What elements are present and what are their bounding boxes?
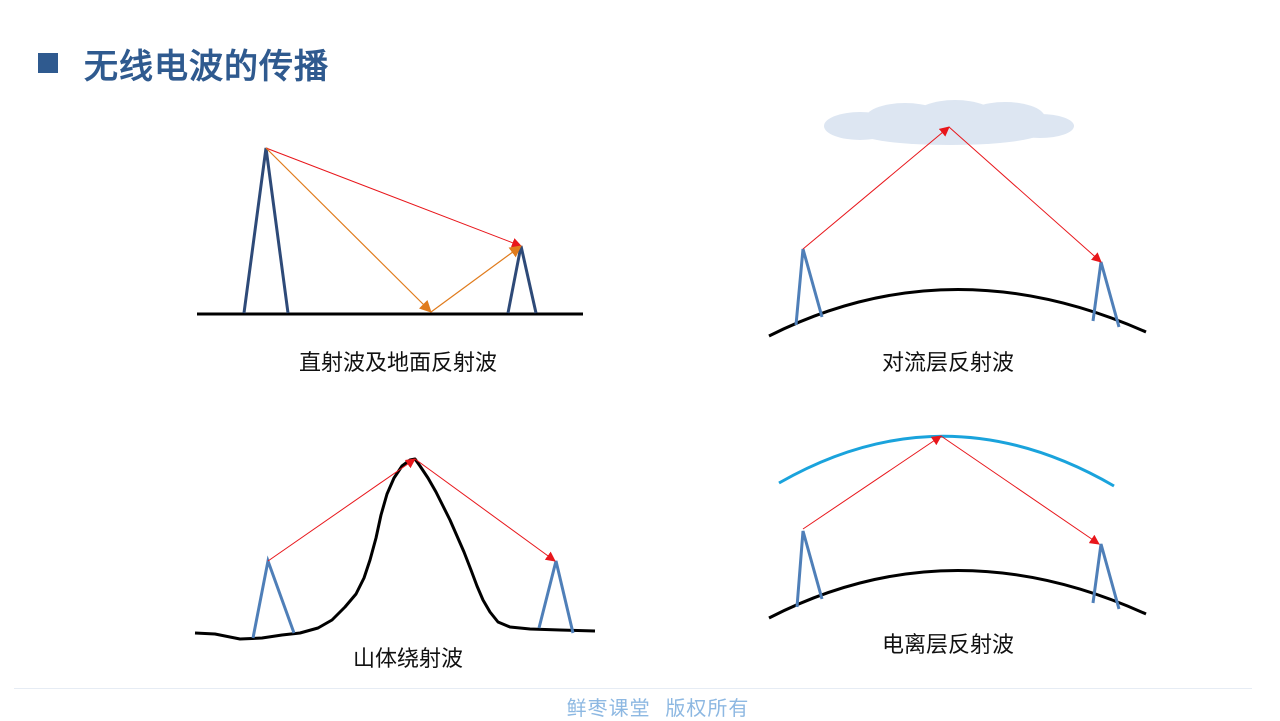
ray-down: [414, 458, 556, 562]
title-bar: 无线电波的传播: [38, 40, 329, 87]
footer-divider: [14, 688, 1252, 689]
caption-mountain-diffraction: 山体绕射波: [352, 647, 464, 672]
page-title: 无线电波的传播: [84, 46, 329, 87]
transmit-tower: [242, 147, 290, 314]
receive-tower: [537, 560, 575, 634]
reflected-ray-up: [430, 245, 522, 313]
mountain-outline: [194, 457, 596, 641]
reflected-ray-down: [265, 147, 432, 313]
footer: 鲜枣课堂 版权所有: [567, 692, 750, 721]
panel-ionosphere-reflection: [768, 434, 1147, 620]
caption-ionosphere-reflection: 电离层反射波: [881, 633, 1015, 658]
transmit-tower: [795, 530, 824, 608]
title-bullet-icon: [38, 53, 58, 73]
footer-rights: 版权所有: [665, 696, 750, 720]
ray-up: [802, 435, 942, 530]
footer-brand: 鲜枣课堂: [566, 696, 651, 720]
panel-troposphere-reflection: [768, 100, 1147, 338]
panel-mountain-diffraction: [194, 457, 596, 641]
ray-up: [267, 458, 416, 562]
cloud-icon: [824, 100, 1074, 145]
ray-up: [802, 126, 950, 250]
transmit-tower: [251, 555, 296, 639]
panel-direct-ground-reflection: [197, 147, 583, 316]
caption-direct-ground-reflection: 直射波及地面反射波: [298, 351, 498, 376]
direct-ray: [265, 147, 522, 248]
caption-troposphere-reflection: 对流层反射波: [881, 351, 1015, 376]
ray-down: [940, 435, 1100, 545]
receive-tower: [1091, 543, 1121, 610]
ionosphere-curve: [778, 434, 1115, 488]
earth-curve: [768, 569, 1147, 620]
receive-tower: [506, 245, 538, 314]
earth-curve: [768, 288, 1147, 338]
ray-down: [948, 126, 1102, 263]
